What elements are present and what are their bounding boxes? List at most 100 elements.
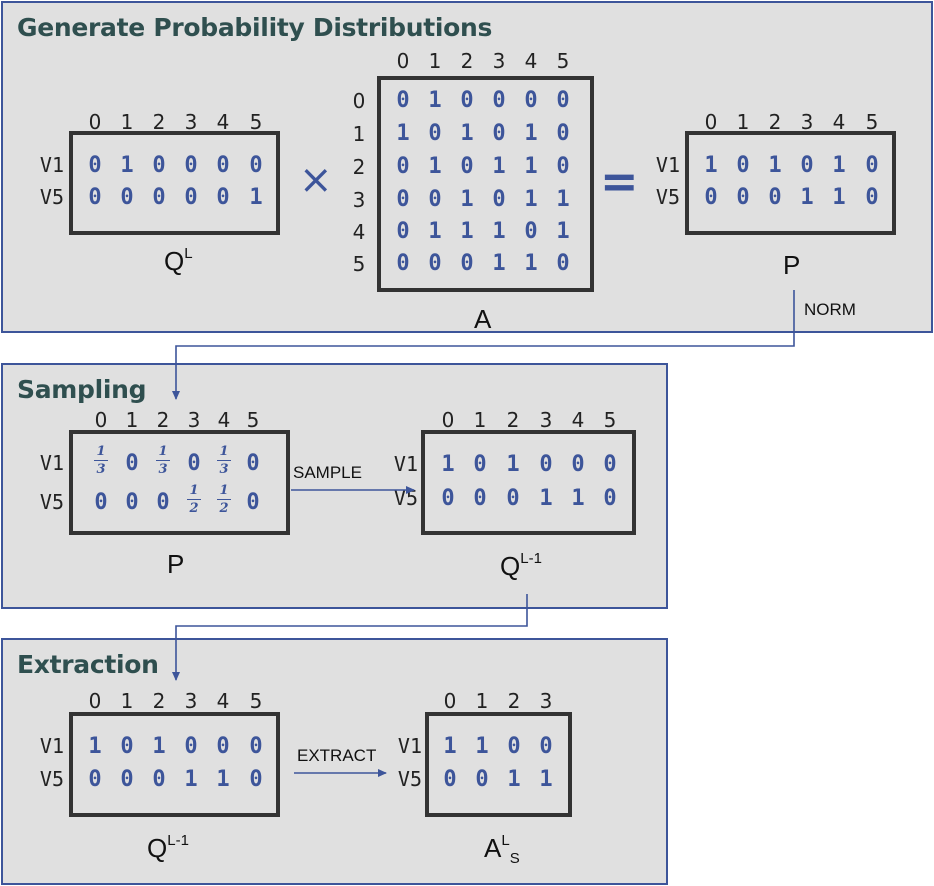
ql1-extract-matrix-col-index: 3 [184, 689, 198, 713]
ql1-extract-matrix-row-label: V1 [39, 734, 64, 758]
ql-matrix-cell: 0 [152, 185, 166, 210]
ql1-sampled-matrix-cell: 1 [441, 452, 455, 477]
p-matrix-col-index: 2 [768, 110, 782, 134]
als-matrix-box [425, 712, 572, 817]
ql1-extract-matrix-col-index: 5 [249, 689, 263, 713]
ql1-extract-matrix-col-index: 4 [216, 689, 230, 713]
a-matrix-cell: 1 [524, 121, 538, 146]
ql-matrix-cell: 1 [249, 185, 263, 210]
a-matrix-cell: 0 [524, 88, 538, 113]
als-matrix-cell: 0 [443, 767, 457, 792]
p-normalized-matrix-cell: 0 [246, 490, 260, 515]
ql-matrix-box [69, 131, 280, 235]
p-normalized-matrix-col-index: 3 [187, 408, 201, 432]
p-matrix-col-index: 4 [832, 110, 846, 134]
a-matrix-row-index: 1 [352, 122, 366, 146]
a-matrix-cell: 1 [396, 121, 410, 146]
ql1-extract-matrix-col-index: 0 [88, 689, 102, 713]
p-matrix-cell: 0 [736, 185, 750, 210]
equals-operator: = [600, 154, 639, 208]
ql1-sampled-matrix-cell: 0 [506, 486, 520, 511]
a-matrix-cell: 1 [460, 121, 474, 146]
p-normalized-matrix-col-index: 5 [246, 408, 260, 432]
als-matrix-row-label: V1 [397, 734, 422, 758]
a-matrix-cell: 0 [492, 121, 506, 146]
a-matrix-cell: 1 [556, 187, 570, 212]
ql1-sampled-matrix-cell: 0 [539, 452, 553, 477]
panel-title-sampling: Sampling [17, 375, 147, 404]
a-matrix-cell: 0 [396, 187, 410, 212]
ql1-extract-matrix-box [69, 712, 280, 817]
a-matrix-cell: 0 [492, 88, 506, 113]
ql1-extract-matrix-cell: 1 [216, 767, 230, 792]
panel-title-extraction: Extraction [17, 650, 159, 679]
p-matrix-cell: 0 [865, 153, 879, 178]
a-matrix-row-index: 4 [352, 220, 366, 244]
ql1-extract-matrix-cell: 0 [249, 767, 263, 792]
a-matrix-cell: 1 [492, 251, 506, 276]
a-matrix-cell: 0 [396, 251, 410, 276]
p-matrix-row-label: V1 [655, 153, 680, 177]
a-matrix-row-index: 5 [352, 252, 366, 276]
als-matrix-cell: 0 [539, 734, 553, 759]
ql1-sampled-matrix-col-index: 0 [441, 408, 455, 432]
ql1-sampled-matrix-col-index: 2 [506, 408, 520, 432]
a-matrix-cell: 0 [556, 88, 570, 113]
p-matrix-cell: 1 [704, 153, 718, 178]
a-matrix-cell: 0 [428, 121, 442, 146]
a-matrix-cell: 1 [428, 154, 442, 179]
ql1-sampled-matrix-cell: 1 [506, 452, 520, 477]
a-matrix-cell: 1 [428, 219, 442, 244]
als-matrix-cell: 1 [475, 734, 489, 759]
a-matrix-row-index: 2 [352, 155, 366, 179]
a-matrix-cell: 1 [524, 154, 538, 179]
ql1-extract-matrix-col-index: 1 [120, 689, 134, 713]
p-matrix-cell: 1 [768, 153, 782, 178]
a-matrix-col-index: 3 [492, 49, 506, 73]
ql-matrix-col-index: 2 [152, 110, 166, 134]
ql-matrix-row-label: V5 [39, 185, 64, 209]
als-matrix-cell: 0 [475, 767, 489, 792]
ql1-sampled-matrix-col-index: 5 [603, 408, 617, 432]
multiply-operator: × [299, 157, 333, 203]
als-matrix-col-index: 3 [539, 689, 553, 713]
a-matrix-cell: 0 [524, 219, 538, 244]
p-normalized-matrix-row-label: V5 [39, 490, 64, 514]
p-normalized-matrix-cell: 0 [156, 490, 170, 515]
p-normalized-matrix-cell: 0 [94, 490, 108, 515]
ql-matrix-col-index: 1 [120, 110, 134, 134]
p-matrix-col-index: 1 [736, 110, 750, 134]
ql1-extract-matrix-cell: 0 [249, 734, 263, 759]
ql1-extract-matrix-label: QL-1 [147, 832, 189, 863]
p-matrix-col-index: 0 [704, 110, 718, 134]
p-matrix-cell: 1 [800, 185, 814, 210]
p-normalized-matrix-box [69, 430, 290, 535]
p-matrix-box [685, 131, 896, 235]
a-matrix-col-index: 5 [556, 49, 570, 73]
a-matrix-cell: 1 [460, 219, 474, 244]
a-matrix-row-index: 0 [352, 89, 366, 113]
ql-matrix-cell: 0 [216, 185, 230, 210]
p-normalized-matrix-col-index: 4 [217, 408, 231, 432]
p-normalized-matrix-cell: 0 [246, 451, 260, 476]
ql1-sampled-matrix-box [421, 430, 636, 535]
p-matrix-cell: 1 [832, 153, 846, 178]
ql1-sampled-matrix-row-label: V1 [393, 452, 418, 476]
ql1-sampled-matrix-col-index: 1 [473, 408, 487, 432]
a-matrix-cell: 0 [460, 154, 474, 179]
norm-arrow [172, 290, 795, 400]
a-matrix-cell: 0 [396, 219, 410, 244]
ql-matrix-cell: 0 [184, 153, 198, 178]
ql1-sampled-matrix-cell: 0 [441, 486, 455, 511]
ql1-sampled-matrix-cell: 0 [473, 486, 487, 511]
a-matrix-col-index: 2 [460, 49, 474, 73]
a-matrix-cell: 0 [492, 187, 506, 212]
a-matrix-col-index: 1 [428, 49, 442, 73]
p-matrix-cell: 0 [800, 153, 814, 178]
ql1-extract-matrix-cell: 0 [120, 767, 134, 792]
als-matrix-col-index: 0 [443, 689, 457, 713]
ql1-extract-matrix-row-label: V5 [39, 767, 64, 791]
